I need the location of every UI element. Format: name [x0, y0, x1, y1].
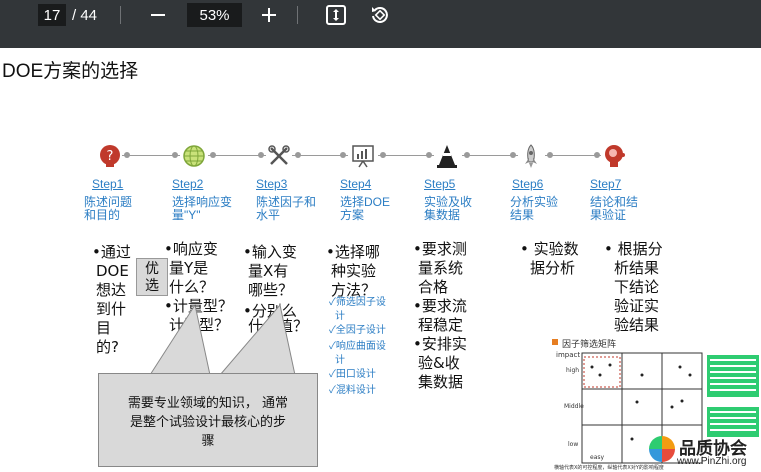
step-label-5: Step5 — [424, 177, 456, 191]
step-desc-2: 选择响应变量"Y" — [172, 195, 233, 222]
site-watermark: 品质协会 www.PinZhi.org — [645, 432, 761, 472]
step-label-4: Step4 — [340, 177, 372, 191]
step-connector — [122, 155, 180, 156]
step-connector — [462, 155, 518, 156]
zoom-out-button[interactable] — [145, 2, 171, 28]
matrix-row-high: high — [566, 367, 580, 374]
step-label-2: Step2 — [172, 177, 204, 191]
matrix-title: 因子筛选矩阵 — [562, 340, 617, 350]
step-desc-5: 实验及收集数据 — [424, 195, 473, 222]
step-connector — [292, 155, 348, 156]
matrix-row-low: low — [568, 441, 579, 448]
step-connector-dot — [510, 152, 516, 158]
matrix-footnote: 横轴代表X的可控程度，纵轴代表X对Y的影响程度 — [554, 465, 664, 471]
step-connector-dot — [547, 152, 553, 158]
plus-icon — [262, 8, 276, 22]
step-connector-dot — [124, 152, 130, 158]
brain-head-icon — [605, 145, 625, 167]
matrix-graphic — [552, 339, 759, 464]
matrix-row-middle: Middle — [564, 403, 584, 410]
step-connector-dot — [258, 152, 264, 158]
step-connector-dot — [295, 152, 301, 158]
question-head-icon: ? — [100, 145, 120, 167]
pdf-toolbar: 17 / 44 53% — [0, 0, 761, 48]
step-connector-dot — [340, 152, 346, 158]
step4-methods: ✓筛选因子设 计 ✓全因子设计 ✓响应曲面设 计 ✓田口设计 ✓混料设计 — [329, 297, 386, 396]
matrix-y-axis-label: impact — [556, 351, 581, 359]
step-connector-dot — [210, 152, 216, 158]
toolbar-divider — [297, 6, 298, 24]
toolbar-shadow — [0, 30, 761, 48]
rotate-icon — [372, 7, 388, 23]
traffic-cone-icon — [437, 145, 457, 168]
step6-detail: • 实验数 据分析 — [520, 240, 579, 277]
step-label-3: Step3 — [256, 177, 288, 191]
step7-detail: • 根据分 析结果 下结论 验证实 验结果 — [604, 240, 663, 334]
factor-screening-matrix: 因子筛选矩阵 impact high Middle low easy 横轴代表X… — [552, 337, 761, 472]
step-connector — [208, 155, 266, 156]
step-connector-dot — [426, 152, 432, 158]
step1-detail: •通过 DOE 想达 到什 目 的? — [92, 243, 131, 356]
preferred-tag: 优选 — [136, 258, 168, 296]
step-connector-dot — [172, 152, 178, 158]
step5-detail: •要求测 量系统 合格 •要求流 程稳定 •安排实 验&收 集数据 — [413, 240, 467, 391]
step-connector — [545, 155, 601, 156]
callout-box: 需要专业领域的知识， 通常 是整个试验设计最核心的步 骤 — [98, 373, 318, 467]
rotate-button[interactable] — [367, 2, 393, 28]
step-desc-1: 陈述问题和目的 — [84, 195, 133, 222]
zoom-in-button[interactable] — [256, 2, 282, 28]
step-connector — [378, 155, 434, 156]
step-connector-dot — [464, 152, 470, 158]
watermark-url[interactable]: www.PinZhi.org — [677, 456, 747, 467]
step-desc-3: 陈述因子和水平 — [256, 195, 317, 222]
svg-text:?: ? — [107, 149, 114, 164]
presentation-chart-icon — [352, 145, 374, 168]
page-number-input[interactable]: 17 — [38, 4, 66, 26]
slide-title: DOE方案的选择 — [2, 61, 139, 82]
fit-page-button[interactable] — [323, 2, 349, 28]
step-desc-6: 分析实验结果 — [510, 195, 559, 222]
step-label-6: Step6 — [512, 177, 544, 191]
callout-pointer — [149, 303, 296, 376]
page-total: / 44 — [72, 6, 98, 24]
step-desc-7: 结论和结果验证 — [590, 195, 639, 222]
step4-detail: •选择哪 种实验 方法？ — [326, 243, 380, 299]
step-label-7: Step7 — [590, 177, 622, 191]
globe-icon — [183, 145, 205, 167]
fit-page-icon — [326, 5, 346, 25]
tools-icon — [268, 145, 290, 165]
zoom-level-input[interactable]: 53% — [187, 3, 242, 27]
step-connector-dot — [594, 152, 600, 158]
pinwheel-logo-icon — [649, 436, 675, 462]
step-label-1: Step1 — [92, 177, 124, 191]
minus-icon — [151, 14, 165, 16]
matrix-x-easy: easy — [590, 454, 605, 461]
rocket-icon — [525, 144, 537, 168]
watermark-name: 品质协会 — [679, 439, 747, 459]
toolbar-divider — [120, 6, 121, 24]
step-connector-dot — [380, 152, 386, 158]
